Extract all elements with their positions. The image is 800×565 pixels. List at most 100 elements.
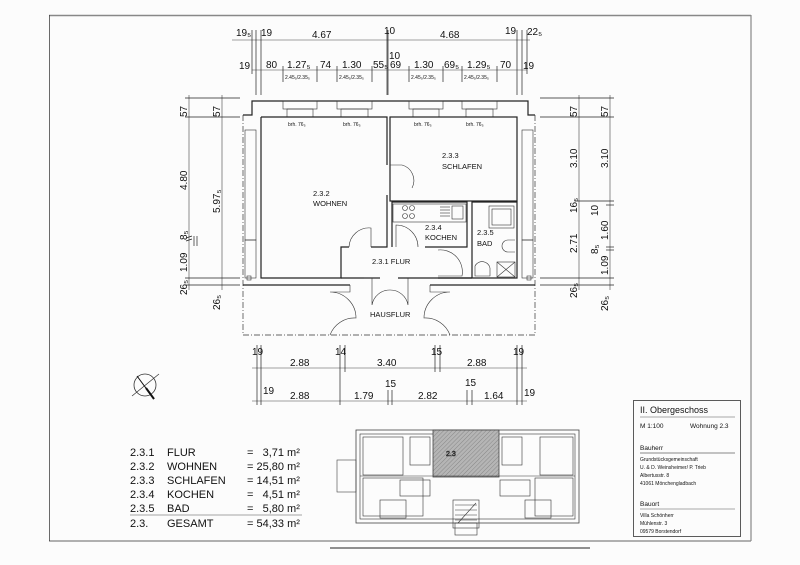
dimension-top-row2: 19 80 1.27₅ 74 1.30 55₅ 10 69 1.30 69₅ 1… [239,51,535,82]
room-area: = 54,33 m² [247,518,300,530]
dim-label: 22₅ [527,27,542,38]
dim-label: 3.40 [377,358,397,369]
window-sill-label: brh. 76₅ [288,122,306,128]
dim-label: 10 [590,204,601,216]
dim-label: 14 [335,347,347,358]
table-row-total: 2.3. GESAMT = 54,33 m² [130,518,300,530]
window-size-label: 2.45₅/2.35₅ [339,75,364,81]
dim-label: 19₅ [236,28,251,39]
dim-label: 69₅ [444,60,459,71]
dim-label: 4.80 [179,170,190,190]
table-row: 2.3.4 KOCHEN = 4,51 m² [130,489,300,501]
room-name: KOCHEN [167,489,214,501]
room-name-schlafen: SCHLAFEN [442,162,482,171]
client-line: U. & D. Weinsheimer/ P. Trieb [640,465,706,471]
room-name: SCHLAFEN [167,475,226,487]
dim-label: 19 [239,61,251,72]
apartment-plan: brh. 76₅ brh. 76₅ brh. 76₅ brh. 76₅ 2.3.… [242,100,536,336]
room-name: GESAMT [167,518,214,530]
dim-label: 57 [212,105,223,117]
wall-wohnen [261,116,388,165]
dim-label: 26₅ [569,283,580,298]
dim-label: 57 [600,105,611,117]
room-area: = 25,80 m² [247,461,300,473]
dim-label: 8₅ [179,230,190,240]
dim-label: 74 [320,60,332,71]
kitchen-counter [392,203,467,223]
dim-label: 2.82 [418,391,438,402]
north-arrow-icon [131,373,160,400]
dim-label: 19 [523,61,535,72]
dim-label: 15 [385,379,397,390]
key-plan: 2.3 [336,429,580,536]
room-number: 2.3.5 [130,503,154,515]
room-area: = 4,51 m² [247,489,300,501]
room-number-schlafen: 2.3.3 [442,151,459,160]
dim-label: 2.88 [290,391,310,402]
room-number: 2.3. [130,518,148,530]
room-area: = 14,51 m² [247,475,300,487]
window-sill-label: brh. 76₅ [466,122,484,128]
site-line: Mühlenstr. 3 [640,521,667,527]
client-line: 41061 Mönchengladbach [640,481,696,487]
room-number: 2.3.3 [130,475,154,487]
dim-label: 19 [263,386,275,397]
key-plan-unit-label: 2.3 [446,451,456,458]
dim-label: 8₅ [590,244,601,254]
room-number-bad: 2.3.5 [477,228,494,237]
client-line: Grundstücksgemeinschaft [640,457,698,463]
room-number: 2.3.1 [130,447,154,459]
dim-label: 19 [261,28,273,39]
client-heading: Bauherr [640,445,664,452]
dim-label: 3.10 [600,148,611,168]
room-label-hausflur: HAUSFLUR [370,310,411,319]
dim-label: 2.88 [467,358,487,369]
table-row: 2.3.3 SCHLAFEN = 14,51 m² [130,475,300,487]
dimension-left: 57 4.80 8₅ 1.09 26₅ 57 5.97₅ 26₅ [179,95,240,310]
dim-label: 1.60 [600,220,611,240]
dim-label: 19 [252,347,264,358]
highlighted-unit [432,429,500,478]
dim-label: 15 [431,347,443,358]
window-size-label: 2.45₅/2.35₅ [464,75,489,81]
dim-label: 1.64 [484,391,504,402]
room-label-flur: 2.3.1 FLUR [372,257,411,266]
table-row: 2.3.5 BAD = 5,80 m² [130,503,300,515]
dim-label: 3.10 [569,148,580,168]
dim-label: 70 [500,60,512,71]
dim-label: 1.27₅ [287,60,311,71]
dim-label: 10 [384,26,396,37]
window-size-label: 2.45₅/2.35₅ [285,75,310,81]
room-name: WOHNEN [167,461,217,473]
room-name-wohnen: WOHNEN [313,199,347,208]
dimension-bottom: 19 2.88 14 3.40 15 2.88 19 19 2.88 1.79 … [252,345,536,405]
dim-label: 1.09 [600,255,611,275]
dim-label: 26₅ [600,296,611,311]
dim-label: 15 [465,378,477,389]
wall-schlafen [389,116,518,202]
room-area: = 3,71 m² [247,447,300,459]
dimension-top-row1: 19₅ 19 4.67 10 4.68 19 22₅ [232,26,542,95]
scale-label: M 1:100 [640,423,664,430]
area-table: 2.3.1 FLUR = 3,71 m² 2.3.2 WOHNEN = 25,8… [130,447,302,530]
unit-label: Wohnung 2.3 [690,423,729,430]
dim-label: 1.09 [179,252,190,272]
client-line: Albertusstr. 8 [640,473,669,479]
dim-label: 80 [266,60,278,71]
sheet-frame [49,14,752,542]
dim-label: 2.71 [569,233,580,253]
room-number: 2.3.2 [130,461,154,473]
dim-label: 69 [390,60,402,71]
bath-fixtures [474,205,516,278]
dim-label: 1.79 [354,391,374,402]
dim-label: 19 [513,347,525,358]
dim-label: 26₅ [179,280,190,295]
dim-label: 10 [389,51,401,62]
window-size-label: 2.45₅/2.35₅ [411,75,436,81]
site-line: Villa Schönherr [640,513,674,519]
dim-label: 55₅ [373,60,388,71]
dim-label: 1.30 [414,60,434,71]
wall-kochen [391,201,468,248]
room-number-kochen: 2.3.4 [425,223,442,232]
